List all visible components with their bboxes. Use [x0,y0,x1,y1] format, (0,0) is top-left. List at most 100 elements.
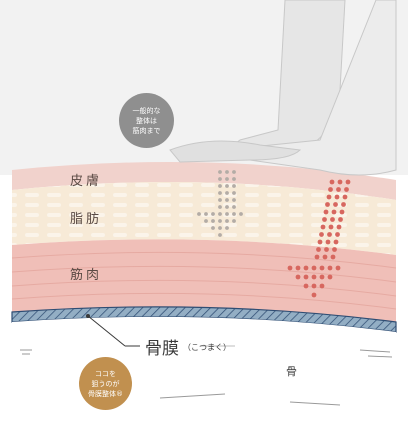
dot [218,191,222,195]
muscle-label: 筋肉 [70,268,103,283]
dot [225,205,229,209]
dot [232,212,236,216]
dot [225,184,229,188]
dot [225,226,229,230]
dot [232,205,236,209]
dot [303,265,309,271]
dot [218,184,222,188]
dot [218,205,222,209]
dot [225,191,229,195]
dot [225,198,229,202]
dot [316,247,321,252]
dot [325,239,331,245]
dot [341,202,346,207]
dot [331,209,337,215]
dot [319,274,325,280]
dot [339,209,345,215]
general-massage-bubble: 一般的な 整体は 筋肉まで [119,93,174,148]
dot [225,212,229,216]
dot [218,170,222,174]
dot [225,219,229,223]
dot [319,265,325,271]
bubble-line: 狙うのが [91,379,120,388]
dot [232,219,236,223]
dot [218,198,222,202]
dot [218,233,222,237]
bone-label: 骨 [286,365,297,378]
dot [211,212,215,216]
dot [345,179,351,185]
dot [218,177,222,181]
dot [311,283,317,289]
dot [211,219,215,223]
dot [218,212,222,216]
dot [322,217,327,222]
dot [324,247,329,252]
dot [232,198,236,202]
bubble-line: ココを [95,369,116,378]
dot [332,247,337,252]
dot [336,187,341,192]
bubble-line: 筋肉まで [132,126,161,135]
dot [342,194,348,200]
dot [303,274,309,280]
dot [327,265,333,271]
dot [329,179,335,185]
dot [320,224,326,230]
dot [239,212,243,216]
dot [328,187,333,192]
dot [319,283,325,289]
dot [295,274,301,280]
dot [335,265,341,271]
periosteum-reading: （こつまく） [183,343,231,352]
dot [328,224,334,230]
dot [330,254,336,260]
dot [330,217,335,222]
bone-area [12,316,396,423]
dot [338,217,343,222]
dot [211,226,215,230]
dot [232,170,236,174]
dot [344,187,349,192]
dot [333,202,338,207]
periosteum-leader-line [87,315,126,347]
dot [311,292,317,298]
dot [333,239,339,245]
dot [337,179,343,185]
dot [326,194,332,200]
fat-layer [12,182,396,255]
bubble-line: 一般的な [132,106,161,115]
dot [303,283,309,289]
gray-dot-arrow [197,170,243,237]
periosteum-label: 骨膜 [145,339,179,359]
dot [311,274,317,280]
dot [218,226,222,230]
dot [317,239,323,245]
dot [311,265,317,271]
hand-left [169,140,302,163]
dot [204,212,208,216]
dot [295,265,301,271]
dot [218,219,222,223]
dot [325,202,330,207]
bubble-line: 骨膜整体® [88,389,123,398]
dot [336,224,342,230]
dot [225,170,229,174]
dot [334,194,340,200]
bubble-line: 整体は [136,116,157,125]
dot [323,209,329,215]
dot [327,274,333,280]
dot [287,265,293,271]
skin-layer [12,162,396,200]
fat-label: 脂肪 [70,212,103,227]
skin-label: 皮膚 [70,174,103,189]
dot [319,232,324,237]
periosteum-massage-bubble: ココを 狙うのが 骨膜整体® [79,357,132,410]
dot [314,254,320,260]
dot [335,232,340,237]
dot [232,177,236,181]
dot [327,232,332,237]
dot [225,177,229,181]
